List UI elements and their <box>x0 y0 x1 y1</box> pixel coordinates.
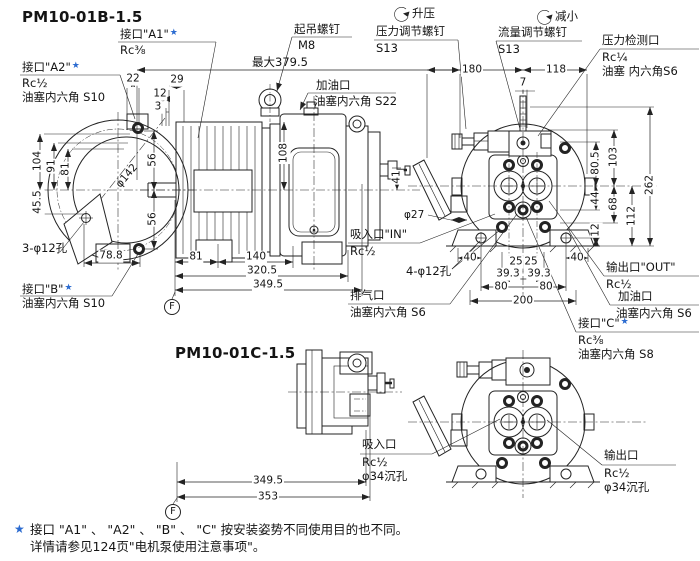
dim-41: 41 <box>390 169 404 185</box>
dim-349-5: 349.5 <box>251 278 285 292</box>
oil-fill-top-plug: 油塞内六角 S22 <box>314 94 398 108</box>
datum-f-bottom: F <box>170 506 176 517</box>
star-marker: ★ <box>71 61 80 71</box>
oil-fill-side-callout: 加油口 <box>618 289 653 303</box>
dim-81: 81 <box>188 250 204 264</box>
inlet-bottom-thread: Rc½ <box>362 455 388 469</box>
dim-40-right: 40 <box>569 251 585 265</box>
dim-39-3-left: 39.3 <box>495 267 521 281</box>
dim-80-left: 80 <box>493 280 509 294</box>
holes-3-callout: 3-φ12孔 <box>22 241 68 255</box>
footnote-line-1: 接口 "A1" 、 "A2" 、 "B" 、 "C" 按安装姿势不同使用目的也不… <box>30 522 409 537</box>
dim-180: 180 <box>460 63 484 77</box>
dim-phi27: φ27 <box>404 209 425 221</box>
decrease-label: 减小 <box>555 9 578 23</box>
holes-4-callout: 4-φ12孔 <box>406 264 452 278</box>
port-b-name: 接口"B" <box>22 282 64 296</box>
pressure-check-callout: 压力检测口 <box>602 33 660 47</box>
dim-68: 68 <box>607 196 621 212</box>
dim-118: 118 <box>544 63 568 77</box>
side-view-c <box>165 349 402 520</box>
dim-112: 112 <box>625 204 639 228</box>
port-b-callout: 接口"B"★ <box>22 282 73 297</box>
pressure-check-plug: 油塞 内六角S6 <box>602 64 678 78</box>
dim-320-5: 320.5 <box>245 264 279 278</box>
footnote-star-marker: ★ <box>14 522 25 536</box>
dim-80-5: 80.5 <box>589 150 603 176</box>
outlet-bottom-bore: φ34沉孔 <box>604 480 650 494</box>
port-b-plug: 油塞内六角 S10 <box>22 296 106 310</box>
dim-56-lower: 56 <box>146 211 160 227</box>
dim-200: 200 <box>511 294 535 308</box>
port-a2-name: 接口"A2" <box>22 60 71 74</box>
inlet-in-callout: 吸入口"IN" <box>350 227 408 241</box>
flow-screw-callout: 流量调节螺钉 <box>498 25 567 39</box>
dim-81-left: 81 <box>59 161 73 177</box>
port-c-thread: Rc⅜ <box>578 333 604 347</box>
dim-39-3-right: 39.3 <box>526 267 552 281</box>
inlet-bottom-bore: φ34沉孔 <box>362 469 408 483</box>
dim-12-right: 12 <box>589 222 603 238</box>
flow-screw-size: S13 <box>498 42 520 56</box>
port-a2-plug: 油塞内六角 S10 <box>22 90 106 104</box>
port-a2-thread: Rc½ <box>22 76 48 90</box>
oil-fill-side-plug: 油塞内六角 S6 <box>616 306 692 320</box>
pressure-check-thread: Rc¼ <box>602 50 628 64</box>
page-title-model-c: PM10-01C-1.5 <box>175 344 296 362</box>
left-end-view <box>20 74 194 297</box>
oil-fill-top-callout: 加油口 <box>316 78 351 92</box>
dim-103: 103 <box>607 145 621 169</box>
dim-25-right: 25 <box>523 255 539 269</box>
datum-f-top: F <box>169 301 175 312</box>
port-a2-callout: 接口"A2"★ <box>22 60 80 75</box>
dim-262: 262 <box>643 173 657 197</box>
inlet-bottom-callout: 吸入口 <box>362 437 397 451</box>
dim-140: 140 <box>244 250 268 264</box>
outlet-out-thread: Rc½ <box>606 277 632 291</box>
dim-7: 7 <box>518 76 528 90</box>
pressure-screw-size: S13 <box>376 41 398 55</box>
outlet-out-callout: 输出口"OUT" <box>606 260 676 274</box>
lifting-bolt-callout: 起吊螺钉 <box>294 22 340 36</box>
dim-44: 44 <box>589 190 603 206</box>
dim-353: 353 <box>256 490 280 504</box>
end-view-c <box>360 350 676 498</box>
page-title-model-b: PM10-01B-1.5 <box>22 8 143 26</box>
dim-108: 108 <box>277 141 291 165</box>
footnote-line-2: 详情请参见124页"电机泵使用注意事项"。 <box>30 539 266 554</box>
port-c-callout: 接口"C"★ <box>578 316 629 331</box>
port-c-plug: 油塞内六角 S8 <box>578 347 654 361</box>
star-marker: ★ <box>169 28 178 38</box>
star-marker: ★ <box>620 317 629 327</box>
dim-80-right: 80 <box>538 280 554 294</box>
star-marker: ★ <box>64 283 73 293</box>
dim-78-8: 78.8 <box>98 249 124 263</box>
dim-104: 104 <box>31 149 45 173</box>
dim-91: 91 <box>45 158 59 174</box>
pressure-up-label: 升压 <box>412 6 435 20</box>
dim-45-5: 45.5 <box>31 189 45 215</box>
dim-22: 22 <box>125 72 141 86</box>
dim-3: 3 <box>153 100 163 114</box>
dim-25-left: 25 <box>508 255 524 269</box>
port-a1-callout: 接口"A1"★ <box>120 27 178 42</box>
side-view-b <box>118 36 461 315</box>
pressure-screw-callout: 压力调节螺钉 <box>376 24 445 38</box>
port-a1-thread: Rc⅜ <box>120 43 146 57</box>
inlet-in-thread: Rc½ <box>350 244 376 258</box>
exhaust-plug: 油塞内六角 S6 <box>350 305 426 319</box>
outlet-bottom-thread: Rc½ <box>604 466 630 480</box>
dim-349-5-c: 349.5 <box>251 474 285 488</box>
lifting-bolt-size: M8 <box>298 38 316 52</box>
dim-max-379-5: 最大379.5 <box>252 55 308 69</box>
exhaust-callout: 排气口 <box>350 288 385 302</box>
dim-40-left: 40 <box>462 251 478 265</box>
dim-29: 29 <box>169 73 185 87</box>
dim-12: 12 <box>152 87 168 101</box>
outlet-bottom-callout: 输出口 <box>604 448 639 462</box>
port-a1-name: 接口"A1" <box>120 27 169 41</box>
port-c-name: 接口"C" <box>578 316 620 330</box>
dim-56-upper: 56 <box>146 152 160 168</box>
